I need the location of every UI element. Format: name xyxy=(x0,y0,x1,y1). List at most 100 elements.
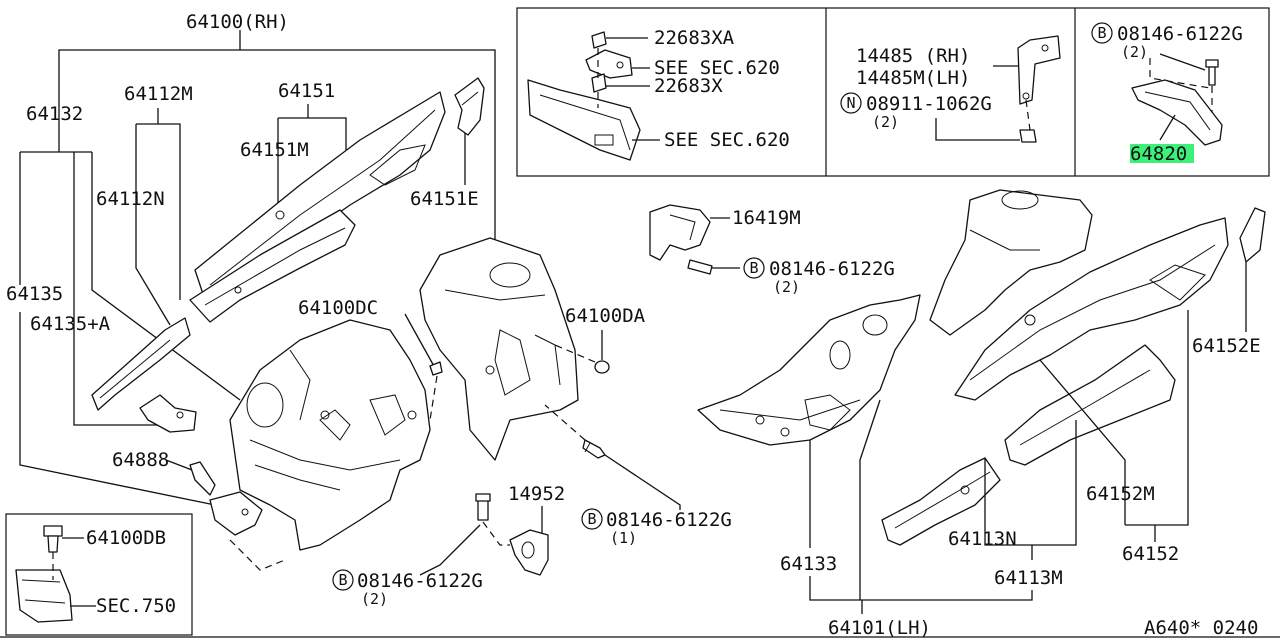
label-64820[interactable]: 64820 xyxy=(1130,143,1187,165)
leader-64112m xyxy=(136,123,181,300)
label-64112m: 64112M xyxy=(124,83,193,105)
bottom-left-inset-frame xyxy=(5,513,193,636)
leader-64113n xyxy=(984,420,1077,546)
leader-08146-top xyxy=(1159,53,1206,71)
bolt-symbol-mid-text: B xyxy=(749,259,758,277)
label-64133: 64133 xyxy=(780,553,837,575)
part-22683xa xyxy=(591,31,607,49)
dash-64100dc xyxy=(429,375,438,421)
leader-64820 xyxy=(1159,114,1176,141)
bolt-14952 xyxy=(475,493,491,521)
part-nut-08911 xyxy=(1019,129,1037,143)
dash-bolt-center xyxy=(544,404,586,441)
leader-64100rh xyxy=(58,49,496,240)
part-64888 xyxy=(189,461,216,496)
label-16419m: 16419M xyxy=(732,207,801,229)
label-64101lh: 64101(LH) xyxy=(828,617,931,639)
bolt-symbol-bl-text: B xyxy=(338,571,347,589)
label-08146-bl-qty: (2) xyxy=(361,590,388,608)
label-08911: 08911-1062G xyxy=(866,93,992,115)
part-64132-bracket xyxy=(209,491,263,536)
label-64100rh: 64100(RH) xyxy=(186,11,289,33)
label-64132: 64132 xyxy=(26,103,83,125)
leader-64152 xyxy=(1125,310,1189,526)
leader-64101lh xyxy=(809,576,1033,601)
bolt-symbol-bl xyxy=(332,569,354,591)
label-22683x: 22683X xyxy=(654,75,723,97)
part-64151e xyxy=(454,77,485,136)
label-08146-mid: 08146-6122G xyxy=(769,258,895,280)
label-64888: 64888 xyxy=(112,449,169,471)
leader-64135 xyxy=(19,312,216,506)
part-64151-rail xyxy=(189,91,446,323)
part-64100da-plug xyxy=(594,360,610,374)
leader-64132-a xyxy=(91,152,241,401)
part-64113n xyxy=(881,457,1001,546)
label-08146-center: 08146-6122G xyxy=(606,509,732,531)
highlight-64820 xyxy=(1130,144,1194,163)
nut-symbol xyxy=(840,92,862,114)
part-bracket-620 xyxy=(585,49,633,79)
part-64100dc xyxy=(429,361,443,376)
label-64152e: 64152E xyxy=(1192,335,1261,357)
label-08146-top: 08146-6122G xyxy=(1117,23,1243,45)
label-64112n: 64112N xyxy=(96,188,165,210)
label-64151m: 64151M xyxy=(240,139,309,161)
part-64100db-clip xyxy=(43,525,63,553)
label-seesec620b: SEE SEC.620 xyxy=(664,129,790,151)
part-64101-housing-lh xyxy=(697,294,921,446)
part-64135 xyxy=(91,317,191,411)
label-14485mlh: 14485M(LH) xyxy=(856,67,970,89)
dash-64132 xyxy=(229,539,286,571)
leader-64135a xyxy=(73,152,180,426)
label-64151e: 64151E xyxy=(410,188,479,210)
label-64113n: 64113N xyxy=(948,528,1017,550)
bolt-16419m xyxy=(687,259,713,275)
label-seesec620a: SEE SEC.620 xyxy=(654,57,780,79)
bolt-symbol-center xyxy=(581,508,603,530)
dash-14952 xyxy=(482,521,510,546)
part-strut-tower-rh xyxy=(419,237,579,461)
part-64152e xyxy=(1239,207,1266,263)
dash-64100da xyxy=(554,344,596,363)
label-14485rh: 14485 (RH) xyxy=(856,45,970,67)
part-crossmember xyxy=(527,79,641,161)
dash-64820-b xyxy=(1149,58,1211,89)
leader-64152m xyxy=(1039,359,1126,525)
label-08911-qty: (2) xyxy=(872,113,899,131)
bolt-symbol-mid xyxy=(743,257,765,279)
leader-bolt-bl xyxy=(419,524,481,576)
part-16419m-clamp xyxy=(649,204,711,261)
label-64135a: 64135+A xyxy=(30,313,111,335)
label-64151: 64151 xyxy=(278,80,335,102)
part-14952-clamp xyxy=(509,529,549,576)
leader-64112n xyxy=(135,124,171,326)
label-sec750: SEC.750 xyxy=(96,595,176,617)
label-08146-center-qty: (1) xyxy=(610,529,637,547)
part-strut-tower-lh xyxy=(929,189,1093,336)
part-sec750-panel xyxy=(15,569,73,623)
label-64100db: 64100DB xyxy=(86,527,166,549)
leader-64101lh-b xyxy=(859,399,881,600)
part-64152-rail xyxy=(954,217,1229,401)
label-22683xa: 22683XA xyxy=(654,27,735,49)
label-64135: 64135 xyxy=(6,283,63,305)
label-64100da: 64100DA xyxy=(565,305,646,327)
dash-14485 xyxy=(1025,99,1031,131)
bolt-center xyxy=(582,439,606,459)
label-08146-mid-qty: (2) xyxy=(773,278,800,296)
leader-64100dc xyxy=(404,313,436,369)
part-64135a xyxy=(139,394,197,433)
leader-bolt-center xyxy=(604,454,681,510)
label-64152m: 64152M xyxy=(1086,483,1155,505)
label-14952: 14952 xyxy=(508,483,565,505)
label-08146-bl: 08146-6122G xyxy=(357,570,483,592)
top-inset-frame xyxy=(516,7,1270,177)
part-14485-bracket xyxy=(1017,35,1061,105)
bolt-symbol-top-text: B xyxy=(1097,24,1106,42)
part-64820-plate xyxy=(1131,79,1223,146)
bolt-64820 xyxy=(1205,59,1219,86)
bolt-symbol-top xyxy=(1091,22,1113,44)
label-64113m: 64113M xyxy=(994,567,1063,589)
